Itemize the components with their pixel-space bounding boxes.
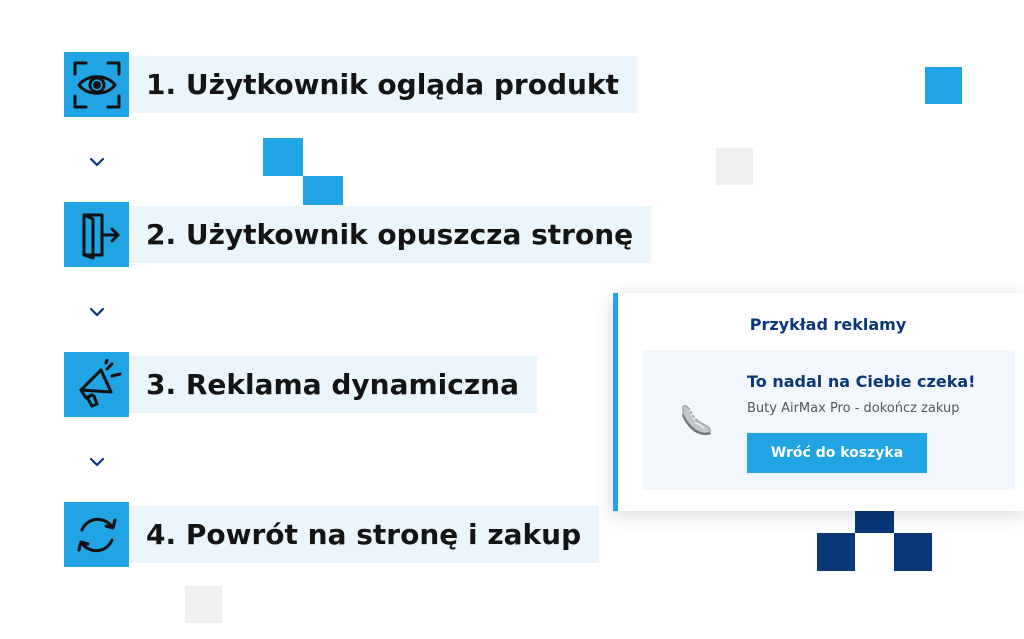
step-dynamic-ad: 3. Reklama dynamiczna (64, 352, 537, 417)
decor-square-blue (925, 67, 962, 104)
step-label: 2. Użytkownik opuszcza stronę (129, 206, 652, 263)
step-view-product: 1. Użytkownik ogląda produkt (64, 52, 637, 117)
decor-square-blue (263, 138, 303, 176)
ad-example-title: Przykład reklamy (749, 315, 907, 334)
decor-square-blue (303, 176, 343, 205)
decor-square-gray (185, 586, 222, 623)
step-label: 3. Reklama dynamiczna (129, 356, 537, 413)
ad-example-card: Przykład reklamy To nadal na Ciebie czek… (613, 293, 1024, 511)
step-label: 4. Powrót na stronę i zakup (129, 506, 600, 563)
step-leave-site: 2. Użytkownik opuszcza stronę (64, 202, 652, 267)
decor-square-gray (716, 148, 753, 185)
decor-square-navy (894, 533, 932, 571)
chevron-down-icon (89, 307, 105, 317)
megaphone-icon (64, 352, 129, 417)
exit-door-icon (64, 202, 129, 267)
chevron-down-icon (89, 157, 105, 167)
decor-square-navy (855, 511, 894, 533)
sneaker-icon (682, 405, 711, 436)
step-label: 1. Użytkownik ogląda produkt (129, 56, 637, 113)
ad-headline: To nadal na Ciebie czeka! (747, 372, 976, 391)
ad-product-text: Buty AirMax Pro - dokończ zakup (747, 401, 960, 416)
refresh-icon (64, 502, 129, 567)
step-return-purchase: 4. Powrót na stronę i zakup (64, 502, 600, 567)
ad-creative: To nadal na Ciebie czeka! Buty AirMax Pr… (642, 350, 1015, 490)
eye-icon (64, 52, 129, 117)
back-to-cart-button[interactable]: Wróć do koszyka (747, 433, 927, 473)
decor-square-navy (817, 533, 855, 571)
chevron-down-icon (89, 457, 105, 467)
